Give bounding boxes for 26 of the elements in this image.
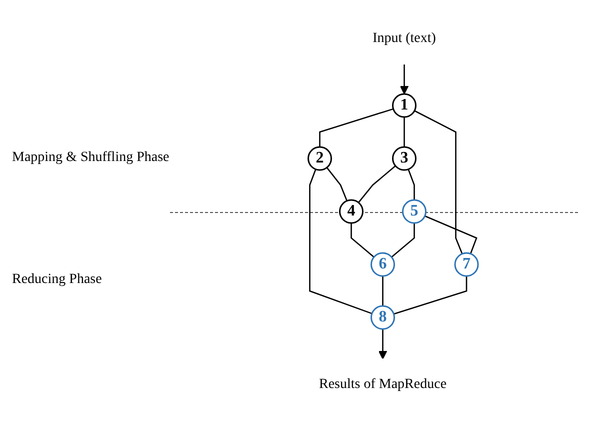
node-text: Input (text): [373, 31, 436, 46]
connector: [394, 276, 468, 315]
node-circle: 4: [340, 199, 364, 224]
connector: [310, 169, 373, 314]
connector: [404, 117, 406, 147]
arrow: [400, 64, 410, 94]
arrow: [378, 329, 388, 360]
connector: [351, 223, 375, 258]
node-circle: 1: [392, 93, 417, 118]
connector: [326, 167, 348, 202]
connector: [408, 169, 416, 200]
node-circle: 8: [371, 305, 396, 330]
node-text: Results of MapReduce: [319, 377, 448, 392]
node-circle: 7: [454, 252, 480, 277]
connector: [320, 108, 394, 147]
node-circle: 5: [402, 199, 427, 224]
node-circle: 3: [392, 146, 417, 171]
node-circle: 2: [308, 146, 332, 171]
connector: [425, 215, 478, 254]
connector: [414, 110, 464, 254]
node-circle: 6: [371, 252, 396, 277]
connector: [358, 165, 396, 203]
connector: [382, 276, 384, 306]
connector: [392, 223, 416, 258]
phase-label: Reducing Phase: [12, 272, 102, 288]
phase-label: Mapping & Shuffling Phase: [12, 150, 170, 166]
